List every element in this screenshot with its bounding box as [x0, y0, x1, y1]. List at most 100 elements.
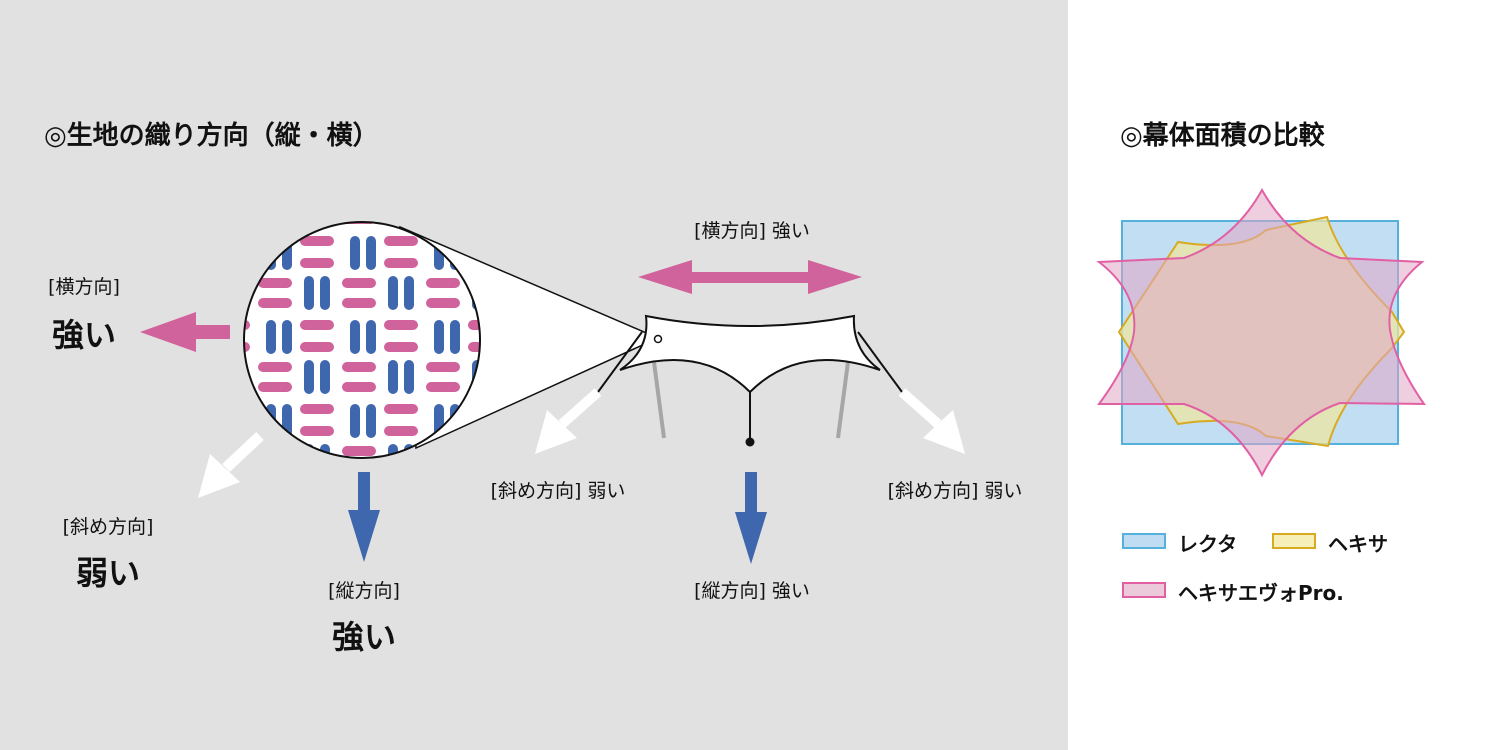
weave-weft-thread-227 — [468, 510, 502, 520]
weave-weft-thread-114 — [300, 320, 334, 330]
weave-warp-thread-78 — [388, 276, 398, 310]
weave-weft-thread-69 — [258, 298, 292, 308]
weave-weft-thread-179 — [468, 426, 480, 436]
weave-weft-thread-50 — [132, 236, 166, 246]
weave-weft-thread-109 — [174, 382, 208, 392]
tarp-warp-label: [縦方向] 強い — [694, 580, 810, 602]
weave-warp-thread-0 — [98, 152, 108, 186]
weave-weft-thread-131 — [468, 342, 480, 352]
weave-warp-thread-168 — [350, 404, 360, 438]
weave-warp-thread-103 — [152, 360, 162, 394]
weave-warp-thread-120 — [350, 320, 360, 354]
weave-warp-thread-71 — [320, 276, 330, 310]
weave-warp-thread-199 — [152, 528, 162, 562]
weave-warp-thread-230 — [472, 528, 482, 562]
weave-weft-thread-91 — [552, 258, 586, 268]
weave-weft-thread-157 — [174, 466, 208, 476]
weave-warp-thread-126 — [388, 360, 398, 394]
weave-warp-thread-63 — [244, 276, 246, 310]
weave-weft-thread-74 — [384, 236, 418, 246]
weave-warp-thread-206 — [220, 528, 230, 562]
weave-weft-thread-68 — [258, 278, 292, 288]
weave-warp-thread-209 — [282, 488, 292, 522]
weave-weft-thread-155 — [244, 426, 250, 436]
weave-warp-thread-166 — [304, 444, 314, 458]
weave-weft-thread-53 — [90, 298, 124, 308]
weave-weft-thread-100 — [90, 362, 124, 372]
magnifier-focus-point — [653, 334, 663, 344]
weave-weft-thread-58 — [244, 236, 250, 246]
weave-warp-thread-38 — [472, 222, 480, 226]
weave-weft-thread-34 — [468, 152, 502, 162]
weave-warp-thread-17 — [282, 152, 292, 186]
legend-swatch-hexa-evo-pro — [1122, 582, 1166, 598]
magnifier-lens — [243, 221, 481, 459]
weave-weft-thread-132 — [426, 362, 460, 372]
weave-weft-thread-211 — [300, 510, 334, 520]
weave-weft-thread-203 — [216, 510, 250, 520]
weave-weft-thread-164 — [258, 446, 292, 456]
weave-warp-thread-56 — [182, 236, 192, 270]
tarp-weft-arrow — [638, 260, 862, 294]
weave-weft-thread-194 — [132, 488, 166, 498]
weave-weft-thread-130 — [468, 320, 480, 330]
bias-strength-label: 弱い — [75, 554, 141, 592]
weave-warp-thread-7 — [152, 192, 162, 226]
weave-warp-thread-9 — [198, 152, 208, 186]
warp-arrow — [348, 472, 380, 562]
weave-warp-thread-39 — [488, 192, 498, 226]
weave-warp-thread-214 — [304, 528, 314, 562]
weave-weft-thread-149 — [90, 466, 124, 476]
weave-weft-thread-170 — [384, 404, 418, 414]
weave-weft-thread-42 — [552, 152, 586, 162]
weave-warp-thread-169 — [366, 404, 376, 438]
weave-warp-thread-54 — [136, 276, 146, 310]
weave-weft-thread-19 — [300, 174, 334, 184]
weave-weft-thread-43 — [552, 174, 586, 184]
weave-weft-thread-60 — [174, 278, 208, 288]
weave-weft-thread-212 — [258, 530, 292, 540]
weave-weft-thread-125 — [342, 382, 376, 392]
weave-weft-thread-202 — [216, 488, 250, 498]
weave-warp-thread-41 — [534, 152, 544, 186]
weave-warp-thread-200 — [182, 488, 192, 522]
warp-strength-label: 強い — [331, 618, 397, 656]
weave-weft-thread-146 — [132, 404, 166, 414]
weave-weft-thread-27 — [384, 174, 418, 184]
weave-warp-thread-215 — [320, 528, 330, 562]
weave-weft-thread-85 — [426, 298, 460, 308]
weave-weft-thread-116 — [258, 362, 292, 372]
weave-warp-thread-6 — [136, 192, 146, 226]
weave-weft-thread-66 — [300, 236, 334, 246]
weave-warp-thread-31 — [404, 222, 414, 226]
weave-weft-thread-154 — [244, 404, 250, 414]
weave-warp-thread-191 — [572, 444, 582, 478]
weave-warp-thread-1 — [114, 152, 124, 186]
warp-direction-label: [縦方向] — [328, 580, 400, 602]
tarp-bias-right-label: [斜め方向] 弱い — [887, 480, 1023, 502]
weave-weft-thread-210 — [300, 488, 334, 498]
weave-weft-thread-99 — [132, 342, 166, 352]
legend-label-hexa: ヘキサ — [1328, 532, 1388, 556]
tarp-pole-left — [652, 361, 666, 439]
weave-weft-thread-18 — [300, 152, 334, 162]
legend-label-rekta: レクタ — [1178, 532, 1238, 556]
weave-weft-thread-133 — [426, 382, 460, 392]
weave-weft-thread-75 — [384, 258, 418, 268]
weave-warp-thread-89 — [534, 236, 544, 270]
bias-direction-label: [斜め方向] — [62, 516, 154, 538]
weave-weft-thread-237 — [510, 550, 544, 560]
weave-weft-thread-117 — [258, 382, 292, 392]
weave-weft-thread-61 — [174, 298, 208, 308]
weave-warp-thread-49 — [114, 236, 124, 270]
weave-warp-thread-14 — [220, 192, 230, 226]
weave-warp-thread-32 — [434, 152, 444, 186]
weave-weft-thread-26 — [384, 152, 418, 162]
weave-weft-thread-115 — [300, 342, 334, 352]
weave-warp-thread-129 — [450, 320, 460, 354]
weave-weft-thread-35 — [468, 174, 502, 184]
weave-weft-thread-20 — [258, 194, 292, 204]
weave-warp-thread-225 — [450, 488, 460, 522]
weave-weft-thread-76 — [342, 278, 376, 288]
weave-warp-thread-207 — [236, 528, 246, 562]
